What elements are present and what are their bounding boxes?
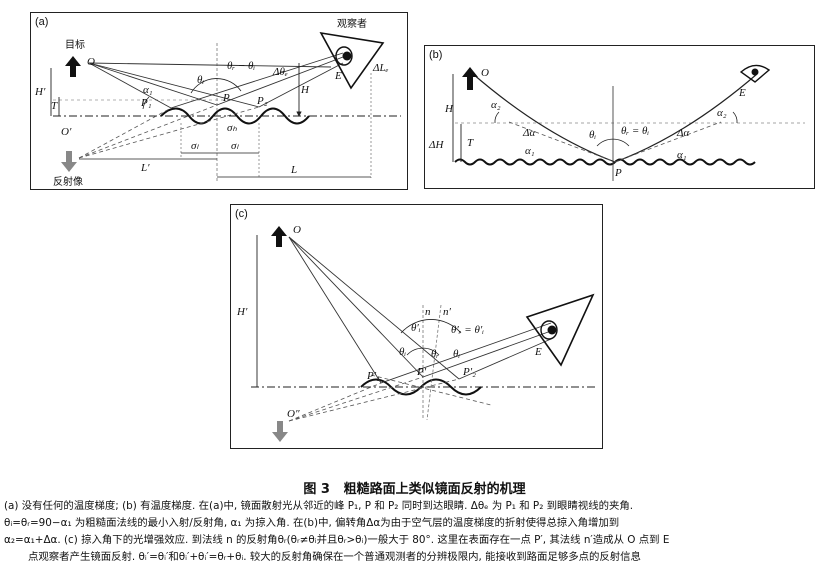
symbol-sigma-h: σₕ: [227, 122, 237, 134]
symbol-e: E: [738, 87, 746, 99]
symbol-l-prime: L′: [140, 162, 150, 174]
symbol-o-dprime: O″: [287, 408, 300, 420]
symbol-o: O: [87, 56, 95, 68]
figure-number: 图 3: [303, 482, 330, 497]
theta-i-arc: [190, 78, 242, 94]
symbol-delta-alpha-left: Δα: [522, 127, 535, 139]
mirror-rays: [288, 374, 492, 422]
symbol-delta-alpha-right: Δα: [676, 127, 689, 139]
reflected-rays: [170, 52, 344, 109]
mirror-rays: [78, 104, 260, 159]
symbol-theta-eq: θᵣ = θᵢ: [621, 125, 649, 137]
symbol-p2-prime: P′₂: [462, 366, 476, 378]
straight-incident-ray: [508, 121, 616, 163]
caption-line-1: (a) 没有任何的温度梯度; (b) 有温度梯度. 在(a)中, 镜面散射光从邻…: [4, 500, 634, 512]
symbol-h: H: [300, 84, 310, 96]
symbol-alpha1-right: α₁: [677, 149, 687, 161]
eye-icon: [525, 293, 595, 367]
alpha1-arc: [142, 96, 150, 110]
symbol-h-prime: H′: [236, 306, 248, 318]
rough-surface: [454, 158, 756, 166]
straight-reflected-ray: [614, 121, 722, 163]
symbol-p1-prime: P′₁: [366, 370, 380, 382]
symbol-p: P: [222, 92, 230, 104]
symbol-p-prime: P′: [416, 366, 427, 378]
incident-rays: [88, 62, 332, 109]
figure-title: 图 3 粗糙路面上类似镜面反射的机理: [0, 478, 829, 497]
symbol-n-prime: n′: [443, 306, 452, 318]
panel-b-drawing: O E P H ΔH T α₂ α₂ Δα Δα α₁ α₁ θᵢ θᵣ = θ…: [428, 64, 805, 181]
target-arrow-icon: [271, 226, 287, 247]
symbol-e: E: [334, 70, 342, 82]
symbol-p2: P₂: [256, 95, 268, 107]
symbol-o: O: [293, 224, 301, 236]
symbol-p: P: [614, 167, 622, 179]
figure-title-text: 粗糙路面上类似镜面反射的机理: [343, 482, 526, 497]
mirror-label: 反射像: [53, 176, 83, 188]
symbol-theta-i-prime: θ′ᵢ: [411, 322, 421, 334]
caption-line-4: 点观察者产生镜面反射. θᵢ′=θᵢ′和θᵢ′+θᵢ′=θᵣ+θᵢ. 较大的反射…: [28, 551, 641, 563]
symbol-theta-r: θᵣ: [431, 348, 439, 360]
caption-line-3: α₂=α₁+Δα. (c) 掠入角下的光增强效应. 到法线 n 的反射角θᵣ(θ…: [4, 534, 670, 546]
rough-surface: [360, 378, 482, 396]
target-label: 目标: [65, 39, 85, 51]
panel-a: 目标 观察者 反射像 O O′ E P P₁ P₂ H H′ T α₁ θᵢ θ…: [30, 12, 408, 190]
symbol-theta-r-eq: θ′ᵣ = θ′ᵢ: [451, 324, 484, 336]
symbol-o-prime: O′: [61, 126, 72, 138]
symbol-t: T: [51, 100, 58, 112]
caption-line-2: θᵢ=θᵣ=90−α₁ 为粗糙面法线的最小入射/反射角, α₁ 为掠入角. 在(…: [4, 517, 620, 529]
symbol-n: n: [425, 306, 431, 318]
panel-a-label: (a): [35, 16, 49, 28]
reflected-rays: [380, 322, 552, 384]
symbol-alpha1: α₁: [143, 84, 153, 96]
symbol-h: H: [444, 103, 454, 115]
symbol-theta-i: θᵢ: [589, 129, 596, 141]
symbol-p1: P₁: [140, 97, 152, 109]
symbol-h-prime: H′: [34, 86, 46, 98]
symbol-o: O: [481, 67, 489, 79]
incident-rays: [288, 236, 460, 384]
panel-a-drawing: 目标 观察者 反射像 O O′ E P P₁ P₂ H H′ T α₁ θᵢ θ…: [34, 17, 401, 188]
symbol-alpha1-left: α₁: [525, 145, 535, 157]
symbol-t: T: [467, 137, 474, 149]
symbol-theta-diff: θᵣ − θᵢ: [227, 60, 255, 72]
panel-c: O O″ E H′ n n′ θ′ᵢ θ′ᵣ = θ′ᵢ θᵢ θᵣ θᵢ P′…: [230, 204, 603, 449]
mirror-arrow-icon: [61, 151, 77, 172]
mirror-arrow-icon: [272, 421, 288, 442]
symbol-sigma-l2: σₗ: [231, 140, 239, 152]
eye-icon: [319, 31, 385, 90]
refracted-incident-ray: [472, 73, 616, 163]
symbol-alpha2-right: α₂: [717, 107, 727, 119]
panel-b: O E P H ΔH T α₂ α₂ Δα Δα α₁ α₁ θᵢ θᵣ = θ…: [424, 45, 815, 189]
theta-arc: [596, 138, 630, 147]
symbol-delta-h: ΔH: [428, 139, 444, 151]
symbol-sigma-l1: σₗ: [191, 140, 199, 152]
target-arrow-icon: [462, 67, 478, 90]
panel-c-drawing: O O″ E H′ n n′ θ′ᵢ θ′ᵣ = θ′ᵢ θᵢ θᵣ θᵢ P′…: [236, 224, 596, 442]
rough-surface: [160, 107, 310, 125]
symbol-theta-i: θᵢ: [399, 346, 406, 358]
symbol-l: L: [290, 164, 297, 176]
figure-caption: (a) 没有任何的温度梯度; (b) 有温度梯度. 在(a)中, 镜面散射光从邻…: [4, 498, 825, 566]
symbol-theta-i: θᵢ: [197, 74, 204, 86]
eye-icon: [739, 64, 771, 83]
panel-b-label: (b): [429, 49, 443, 61]
symbol-theta-r2: θᵢ: [453, 348, 460, 360]
panel-c-label: (c): [235, 208, 248, 220]
symbol-delta-l: ΔLₑ: [372, 62, 389, 74]
normal-n-prime: [426, 304, 442, 421]
symbol-delta-theta-e: Δθₑ: [272, 66, 288, 78]
symbol-alpha2-left: α₂: [491, 99, 501, 111]
observer-label: 观察者: [337, 17, 367, 30]
target-arrow-icon: [65, 56, 81, 77]
symbol-e: E: [534, 346, 542, 358]
